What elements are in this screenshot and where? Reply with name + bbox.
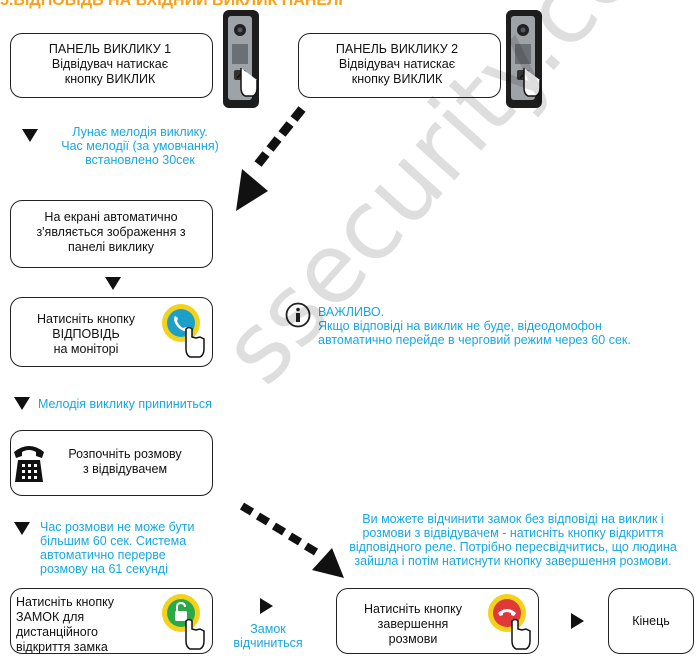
important-note: ВАЖЛИВО. Якщо відповіді на виклик не буд… bbox=[318, 305, 631, 347]
answer-text: Натисніть кнопку ВІДПОВІДЬ на моніторі bbox=[36, 312, 135, 356]
screen-image-text: На екрані автоматично з'являється зображ… bbox=[36, 210, 186, 254]
lock-opened-note: Замок відчиниться bbox=[233, 622, 303, 650]
flow-arrow-1 bbox=[22, 129, 38, 142]
door-panel-2-icon bbox=[506, 10, 542, 108]
flow-arrow-5 bbox=[260, 598, 273, 614]
talk-text: Розпочніть розмову з відвідувачем bbox=[68, 447, 182, 476]
lock-button-icon bbox=[162, 594, 205, 650]
page-title: 5.ВІДПОВІДЬ НА ВХІДНИЙ ВИКЛИК ПАНЕЛІ bbox=[0, 0, 343, 9]
call-panel-1-text: ПАНЕЛЬ ВИКЛИКУ 1 Відвідувач натискає кно… bbox=[48, 42, 172, 86]
end-box bbox=[608, 588, 694, 654]
answer-button-icon bbox=[162, 304, 205, 358]
door-panel-1-icon bbox=[223, 10, 259, 108]
info-icon bbox=[285, 302, 311, 328]
end-text: Кінець bbox=[632, 614, 670, 628]
flow-arrow-6 bbox=[571, 613, 584, 629]
call-panel-2-text: ПАНЕЛЬ ВИКЛИКУ 2 Відвідувач натискає кно… bbox=[335, 42, 459, 86]
flow-arrow-3 bbox=[14, 397, 30, 410]
talk-box bbox=[10, 430, 213, 496]
end-call-text: Натисніть кнопку завершення розмови bbox=[363, 602, 462, 646]
melody-stop-note: Мелодія виклику припиниться bbox=[38, 397, 212, 411]
call-panel-1-box bbox=[10, 33, 213, 98]
melody-note: Лунає мелодія виклику. Час мелодії (за у… bbox=[61, 125, 219, 167]
dashed-arrow-2-icon bbox=[240, 502, 344, 578]
talk-time-note: Час розмови не може бути більшим 60 сек.… bbox=[40, 520, 195, 576]
dashed-arrow-icon bbox=[236, 106, 306, 211]
end-call-button-icon bbox=[488, 594, 531, 650]
flow-arrow-4 bbox=[14, 522, 30, 535]
lock-text: Натисніть кнопку ЗАМОК для дистанційного… bbox=[16, 595, 115, 654]
screen-image-box bbox=[10, 200, 213, 268]
unlock-note: Ви можете відчинити замок без відповіді … bbox=[349, 512, 677, 568]
telephone-icon bbox=[14, 446, 44, 482]
flow-arrow-2 bbox=[105, 277, 121, 290]
call-panel-2-box bbox=[298, 33, 501, 98]
